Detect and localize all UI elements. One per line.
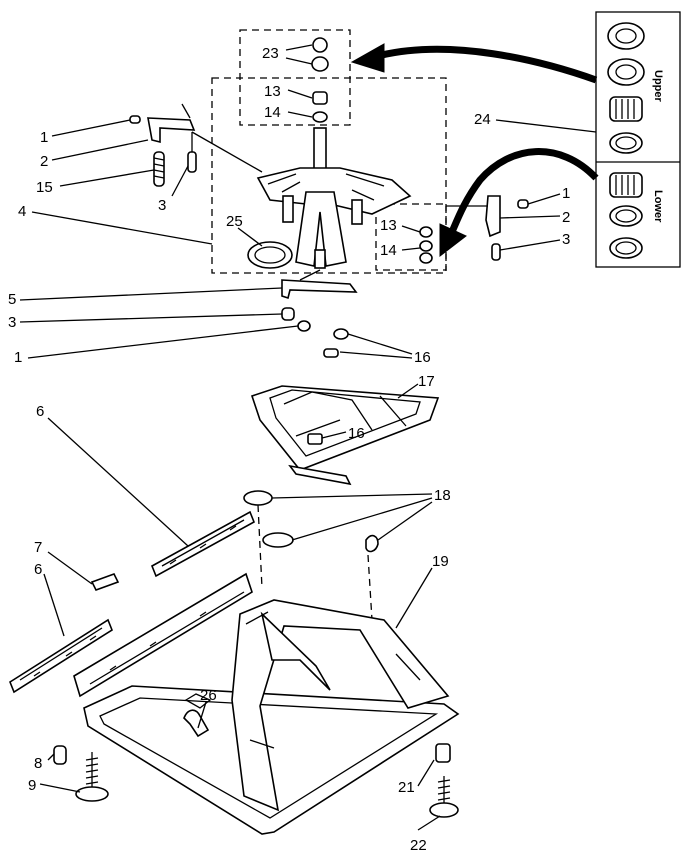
callout-13-right: 13 — [380, 217, 397, 234]
right-bracket-parts — [446, 195, 529, 261]
cabinet-pads — [243, 490, 379, 621]
dashed-callout-boxes — [211, 29, 447, 274]
callout-21: 21 — [398, 779, 415, 796]
base-frame — [73, 572, 460, 835]
callout-14-right: 14 — [380, 242, 397, 259]
leveling-feet — [53, 743, 459, 818]
callout-17: 17 — [418, 373, 435, 390]
callout-26: 26 — [200, 687, 217, 704]
callout-3-right: 3 — [562, 231, 570, 248]
pad-right — [333, 328, 349, 340]
callout-19: 19 — [432, 553, 449, 570]
callout-18: 18 — [434, 487, 451, 504]
pivot-parts-stack — [311, 37, 329, 123]
callout-14-upper: 14 — [264, 104, 281, 121]
callout-1-lower: 1 — [14, 349, 22, 366]
callout-5: 5 — [8, 291, 16, 308]
callout-2-right: 2 — [562, 209, 570, 226]
callout-6-upper: 6 — [36, 403, 44, 420]
callout-7: 7 — [34, 539, 42, 556]
tub-seal-ring — [247, 241, 293, 269]
kit-upper-label: Upper — [652, 70, 664, 103]
callout-15: 15 — [36, 179, 53, 196]
bearing-kit-panel: Upper Lower — [595, 11, 681, 268]
callout-16-top: 16 — [414, 349, 431, 366]
left-bracket-parts — [129, 103, 263, 187]
pad-top — [323, 348, 339, 358]
callout-6-lower: 6 — [34, 561, 42, 578]
kit-lower-label: Lower — [652, 190, 664, 223]
callout-4: 4 — [18, 203, 26, 220]
callout-24: 24 — [474, 111, 491, 128]
mounting-plate-assembly — [247, 127, 433, 269]
callout-3-left: 3 — [158, 197, 166, 214]
upper-bearing-set — [607, 22, 645, 154]
leader-lines — [19, 44, 597, 831]
callout-2-left: 2 — [40, 153, 48, 170]
callout-9: 9 — [28, 777, 36, 794]
side-rails — [9, 510, 256, 694]
lower-bearing-set — [609, 172, 643, 259]
callout-1-right: 1 — [562, 185, 570, 202]
callout-1-left: 1 — [40, 129, 48, 146]
callout-8: 8 — [34, 755, 42, 772]
pad-center — [307, 433, 323, 445]
callout-25: 25 — [226, 213, 243, 230]
callout-22: 22 — [410, 837, 427, 854]
tub-support-frame — [250, 328, 440, 486]
callout-13-upper: 13 — [264, 83, 281, 100]
callout-3-lower: 3 — [8, 314, 16, 331]
callout-numbers: 23 13 14 24 1 2 15 3 4 25 13 14 1 2 3 5 … — [8, 45, 570, 854]
callout-16-center: 16 — [348, 425, 365, 442]
lower-bracket-parts — [281, 269, 358, 332]
callout-23: 23 — [262, 45, 279, 62]
